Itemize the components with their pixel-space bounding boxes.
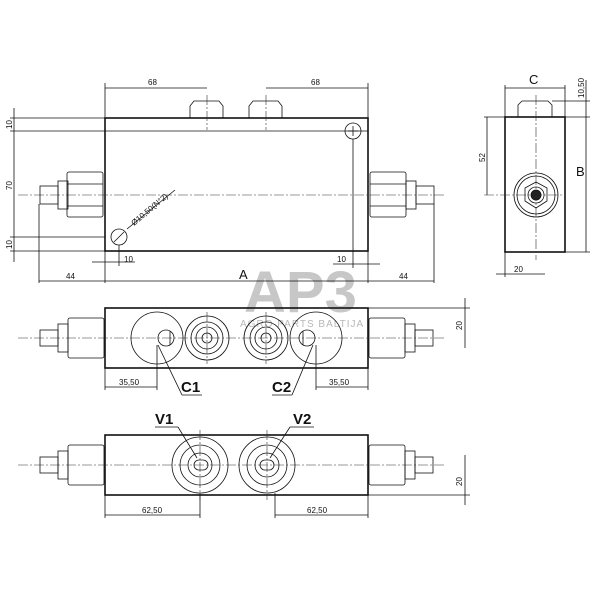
dim-10-top: 10 [5, 120, 14, 129]
dim-68-right: 68 [311, 78, 320, 87]
dim-C: C [529, 72, 538, 87]
side-view: C 10,50 52 B 20 [478, 72, 590, 277]
port-label-c1: C1 [181, 379, 200, 396]
watermark-subtitle: AGRO PARTS BALTIJA [240, 319, 364, 330]
dim-10-bottom-right: 10 [337, 255, 346, 264]
front-view: 68 68 10 70 10 Ø10,50(N°2) 10 10 44 A 44 [5, 78, 445, 283]
dim-10-bottom: 10 [5, 240, 14, 249]
dim-20-side: 20 [514, 265, 523, 274]
left-fitting [39, 171, 104, 218]
dim-44-right: 44 [399, 272, 408, 281]
dim-B: B [576, 164, 585, 179]
dim-20-bottom-view: 20 [455, 477, 464, 486]
port-label-c2: C2 [272, 379, 291, 396]
bottom-view: V1 V2 62,50 62,50 20 [18, 411, 470, 518]
valve-body-front [104, 117, 369, 252]
dim-hole-diameter: Ø10,50(N°2) [130, 191, 171, 227]
top-cap-right [248, 100, 283, 119]
watermark: AP3 AGRO PARTS BALTIJA [240, 260, 364, 330]
dim-62-50-right: 62,50 [307, 506, 328, 515]
dim-10-bottom-left: 10 [124, 255, 133, 264]
dim-10-50: 10,50 [577, 77, 586, 98]
dim-35-50-right: 35,50 [329, 378, 350, 387]
watermark-logo: AP3 [244, 260, 357, 325]
dim-70: 70 [5, 181, 14, 190]
dim-35-50-left: 35,50 [119, 378, 140, 387]
dim-52: 52 [478, 153, 487, 162]
side-top-cap [517, 100, 553, 118]
top-cap-left [189, 100, 224, 119]
dim-68-left: 68 [148, 78, 157, 87]
dim-A: A [239, 267, 248, 282]
port-label-v1: V1 [155, 411, 173, 428]
right-fitting [369, 171, 435, 218]
dim-62-50-left: 62,50 [142, 506, 163, 515]
dim-44-left: 44 [66, 272, 75, 281]
valve-body-side [504, 116, 566, 253]
dim-20-top-view: 20 [455, 321, 464, 330]
port-label-v2: V2 [293, 411, 311, 428]
top-view: C1 C2 35,50 35,50 20 [18, 298, 470, 396]
